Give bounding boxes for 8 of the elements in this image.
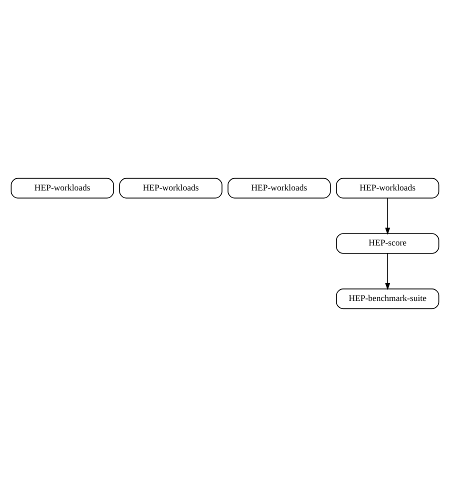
node-box: HEP-workloads xyxy=(336,177,439,198)
node-box: HEP-score xyxy=(336,232,439,254)
node-box: HEP-benchmark-suite xyxy=(336,288,439,309)
node-box: HEP-workloads xyxy=(118,177,222,198)
node-box: HEP-workloads xyxy=(227,177,330,198)
arrow xyxy=(384,252,390,290)
arrow xyxy=(384,197,390,234)
node-box: HEP-workloads xyxy=(10,177,114,198)
